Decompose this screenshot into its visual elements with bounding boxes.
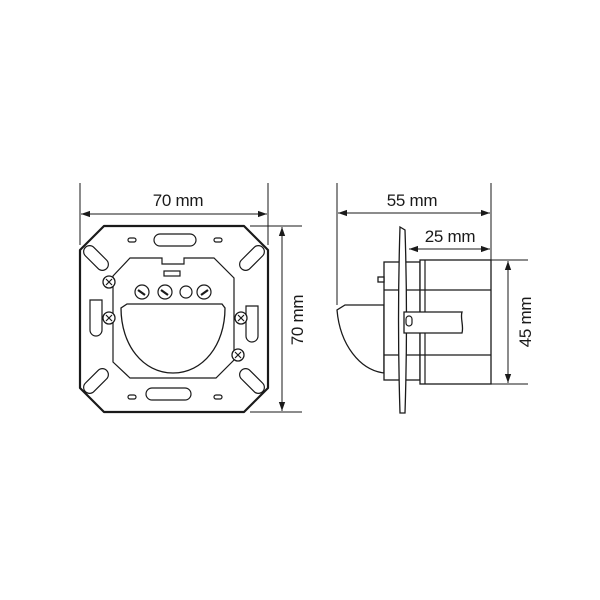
mounting-plate-side (397, 225, 408, 414)
sensor-dome-side (336, 304, 385, 374)
width-label: 70 mm (153, 191, 204, 210)
side-view: 55 mm 25 mm 45 mm (336, 183, 535, 414)
sensor-lens (120, 303, 226, 374)
shaft (403, 311, 464, 334)
inner-frame (112, 257, 235, 379)
mounting-slots (83, 233, 265, 401)
depth-label: 55 mm (387, 191, 438, 210)
front-view: 70 mm 70 mm (78, 183, 307, 414)
terminals (134, 284, 212, 300)
height-label: 70 mm (288, 295, 307, 346)
mounting-plate (78, 224, 270, 414)
indicator-window (163, 270, 181, 277)
screw-icons (102, 275, 248, 362)
box-height-label: 45 mm (516, 297, 535, 348)
box-depth-label: 25 mm (425, 227, 476, 246)
